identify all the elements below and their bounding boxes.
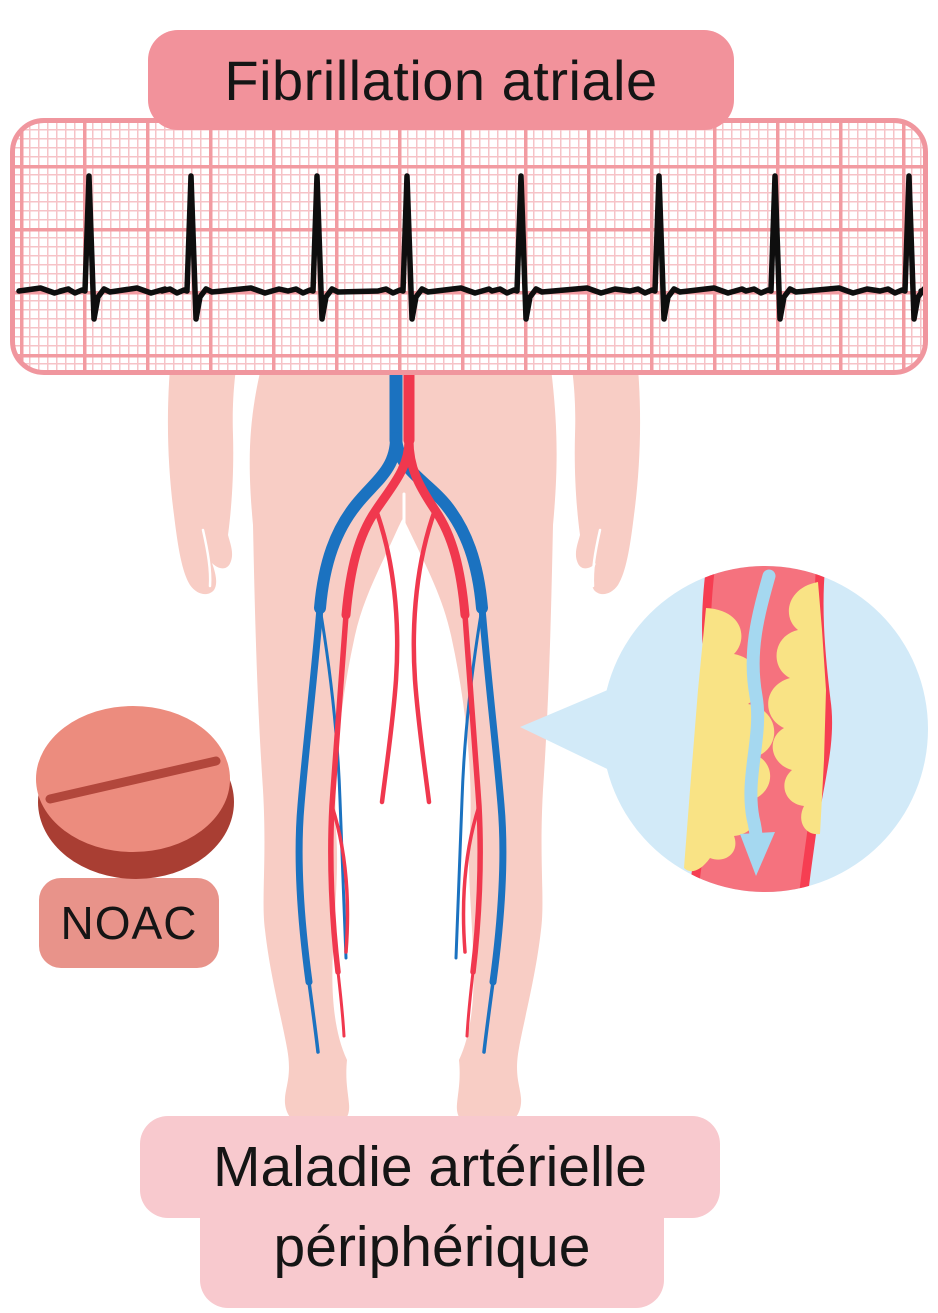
left-artery-tail	[336, 970, 346, 1038]
ecg-waveform	[16, 173, 923, 322]
torso-and-legs	[249, 368, 557, 1123]
left-vein-branch	[318, 606, 348, 960]
noac-badge: NOAC	[39, 878, 219, 968]
left-artery-loop	[330, 804, 350, 954]
blood-flow-arrow	[744, 569, 776, 845]
plaque-right	[768, 582, 826, 835]
left-hand-crease	[201, 528, 212, 588]
right-vein-tail	[482, 980, 495, 1054]
blood-flow-arrowhead	[740, 832, 775, 876]
left-iliac-vein	[314, 432, 402, 614]
noac-label: NOAC	[60, 897, 198, 949]
ecg-strip	[10, 118, 928, 375]
left-vein-tail	[307, 980, 320, 1054]
left-femoral-vein	[295, 604, 324, 986]
right-artery-loop	[461, 804, 481, 954]
pill-score-line	[45, 756, 221, 804]
leg-arteries	[328, 360, 483, 1038]
left-artery-branch	[373, 507, 400, 805]
right-hand-crease	[591, 528, 602, 588]
right-vein-branch	[454, 606, 484, 960]
right-artery-branch	[411, 507, 438, 805]
diagnosis-badge-line2: périphérique	[200, 1186, 664, 1308]
right-artery-tail	[465, 970, 475, 1038]
atherosclerosis-inset	[520, 566, 928, 892]
diagnosis-text-line2: périphérique	[273, 1215, 591, 1279]
right-femoral-vein	[478, 604, 507, 986]
title-badge: Fibrillation atriale	[148, 30, 734, 130]
right-hand	[572, 368, 641, 595]
ecg-trace	[16, 173, 923, 322]
left-hand	[167, 368, 236, 595]
page-title: Fibrillation atriale	[224, 48, 658, 112]
leg-veins	[295, 359, 507, 1054]
pill-icon	[36, 706, 234, 879]
